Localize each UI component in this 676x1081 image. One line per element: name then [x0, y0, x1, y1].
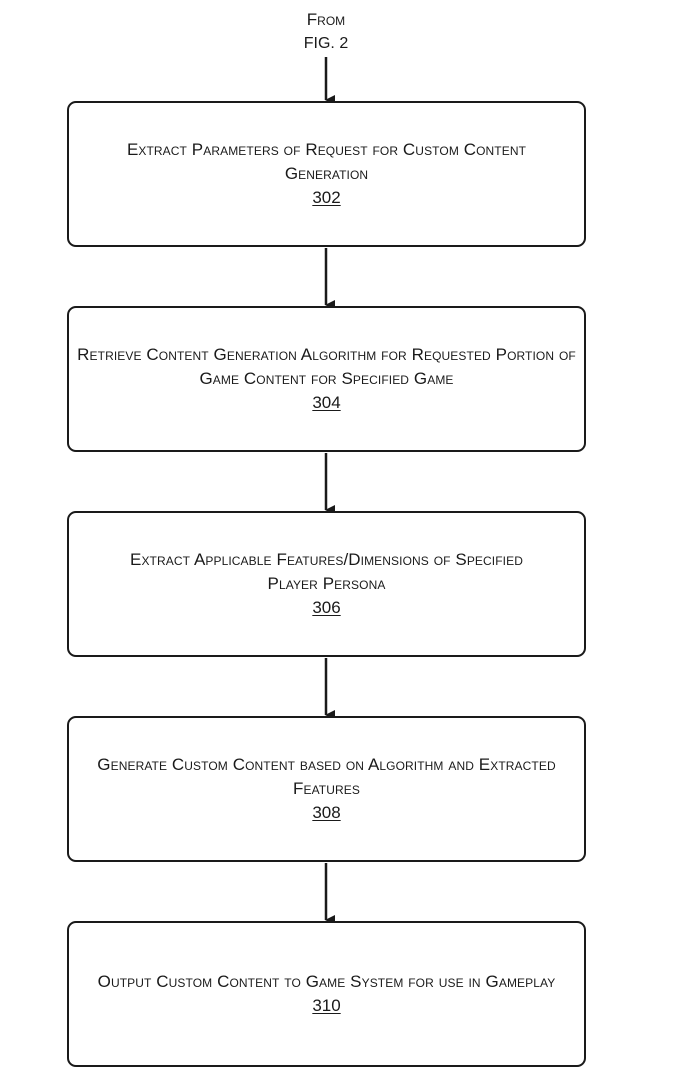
step-302-number: 302 [312, 188, 341, 207]
step-box-308: Generate Custom Content based on Algorit… [67, 716, 586, 862]
step-box-306: Extract Applicable Features/Dimensions o… [67, 511, 586, 657]
step-box-310: Output Custom Content to Game System for… [67, 921, 586, 1067]
step-304-number: 304 [312, 393, 341, 412]
step-310-text: Output Custom Content to Game System for… [97, 972, 556, 991]
step-304-text: Retrieve Content Generation Algorithm fo… [77, 345, 576, 388]
step-308-text: Generate Custom Content based on Algorit… [97, 755, 556, 798]
step-306-number: 306 [312, 598, 341, 617]
step-310-number: 310 [312, 996, 341, 1015]
from-figure-number: FIG. 2 [303, 35, 349, 52]
step-302-text: Extract Parameters of Request for Custom… [126, 140, 527, 183]
from-label-text: From [306, 10, 346, 29]
step-306-text: Extract Applicable Features/Dimensions o… [130, 550, 523, 593]
step-box-302: Extract Parameters of Request for Custom… [67, 101, 586, 247]
step-308-number: 308 [312, 803, 341, 822]
from-figure-reference: From FIG. 2 [276, 8, 376, 56]
step-box-304: Retrieve Content Generation Algorithm fo… [67, 306, 586, 452]
